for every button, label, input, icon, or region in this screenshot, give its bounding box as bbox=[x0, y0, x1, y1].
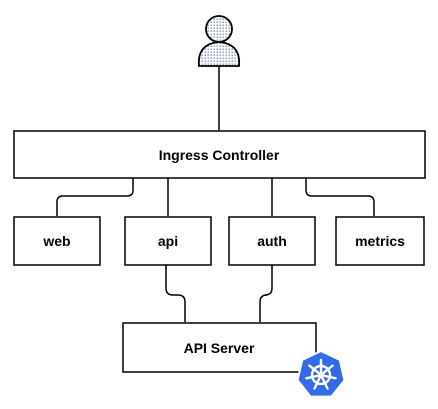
auth-to-apiserver-connector bbox=[259, 265, 273, 322]
api-node: api bbox=[124, 216, 212, 266]
api-to-apiserver-connector bbox=[165, 265, 186, 322]
web-node: web bbox=[13, 216, 101, 266]
auth-label: auth bbox=[257, 233, 287, 249]
api-label: api bbox=[158, 233, 178, 249]
web-label: web bbox=[42, 233, 70, 249]
ingress-to-web-connector bbox=[56, 178, 134, 216]
auth-node: auth bbox=[228, 216, 316, 266]
user-icon bbox=[197, 15, 241, 67]
ingress-controller-node: Ingress Controller bbox=[13, 130, 426, 179]
api-server-node: API Server bbox=[122, 322, 317, 373]
kubernetes-icon bbox=[296, 350, 346, 398]
ingress-controller-label: Ingress Controller bbox=[159, 147, 280, 163]
metrics-label: metrics bbox=[355, 233, 405, 249]
connectors bbox=[56, 66, 375, 322]
api-server-label: API Server bbox=[184, 340, 255, 356]
ingress-to-metrics-connector bbox=[305, 178, 375, 216]
metrics-node: metrics bbox=[335, 216, 425, 266]
